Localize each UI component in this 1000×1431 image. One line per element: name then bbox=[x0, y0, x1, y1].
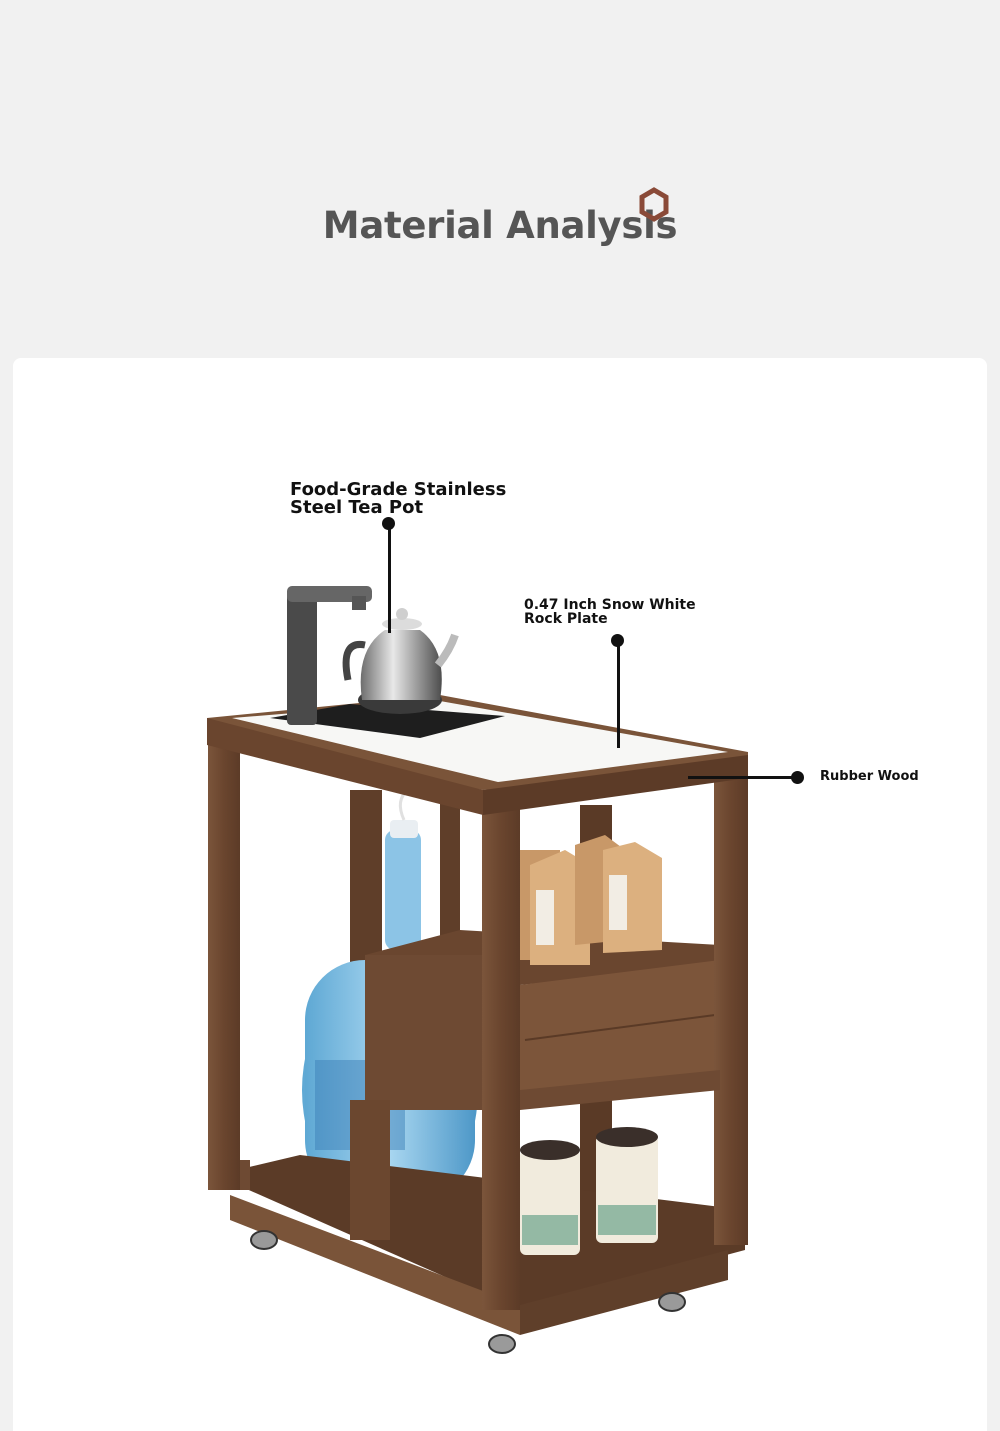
callout-tea-pot: Food-Grade Stainless Steel Tea Pot bbox=[290, 481, 520, 517]
callout-wood-dot bbox=[791, 771, 804, 784]
hexagon-icon bbox=[639, 187, 669, 222]
callout-wood: Rubber Wood bbox=[820, 769, 919, 784]
callout-wood-line bbox=[688, 776, 796, 779]
callout-tea-pot-line bbox=[388, 523, 391, 633]
callout-rock-plate: 0.47 Inch Snow White Rock Plate bbox=[524, 598, 724, 626]
callout-tea-pot-line2: Steel Tea Pot bbox=[290, 497, 424, 518]
callout-tea-pot-line1: Food-Grade Stainless bbox=[290, 479, 507, 500]
callout-rock-plate-line2: Rock Plate bbox=[524, 611, 608, 627]
callout-rock-plate-line1: 0.47 Inch Snow White bbox=[524, 597, 696, 613]
callout-rock-plate-line bbox=[617, 640, 620, 748]
page-title: Material Analysis bbox=[322, 204, 678, 247]
